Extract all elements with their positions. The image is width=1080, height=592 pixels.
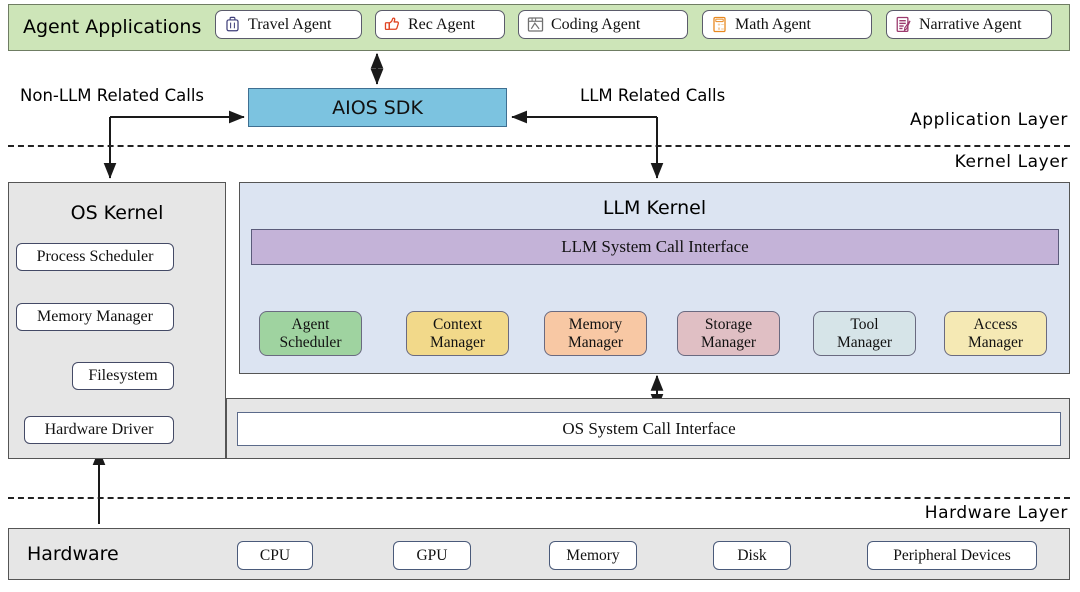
hardware-device-cpu[interactable]: CPU xyxy=(237,541,313,570)
llm-related-calls-label: LLM Related Calls xyxy=(580,86,726,105)
llm-system-call-interface-label: LLM System Call Interface xyxy=(561,237,749,256)
hardware-device-memory[interactable]: Memory xyxy=(549,541,637,570)
svg-text:=: = xyxy=(721,26,725,31)
agent-chip-rec-agent[interactable]: Rec Agent xyxy=(375,10,505,39)
manager-label-top: Context xyxy=(432,316,483,334)
svg-text:×: × xyxy=(717,26,720,31)
aios-sdk-box: AIOS SDK xyxy=(248,88,507,127)
manager-label-top: Access xyxy=(973,316,1018,334)
manager-access-manager[interactable]: Access Manager xyxy=(944,311,1047,356)
manager-storage-manager[interactable]: Storage Manager xyxy=(677,311,780,356)
os-module-label: Process Scheduler xyxy=(36,248,154,265)
os-module-memory-manager[interactable]: Memory Manager xyxy=(16,303,174,331)
manager-agent-scheduler[interactable]: Agent Scheduler xyxy=(259,311,362,356)
llm-system-call-interface: LLM System Call Interface xyxy=(251,229,1059,265)
hardware-layer-label: Hardware Layer xyxy=(924,503,1068,523)
non-llm-related-calls-label: Non-LLM Related Calls xyxy=(20,86,205,105)
svg-text:+: + xyxy=(717,22,721,27)
kernel-layer-label: Kernel Layer xyxy=(954,152,1068,172)
document-pen-icon xyxy=(894,15,913,34)
hardware-device-label: Disk xyxy=(737,546,767,564)
agent-chip-label: Travel Agent xyxy=(248,15,332,33)
os-module-process-scheduler[interactable]: Process Scheduler xyxy=(16,243,174,271)
manager-label-top: Tool xyxy=(850,316,879,334)
agent-chip-coding-agent[interactable]: Coding Agent xyxy=(518,10,688,39)
manager-label-bottom: Scheduler xyxy=(279,333,342,351)
manager-label-bottom: Manager xyxy=(836,333,893,351)
separator-application-kernel xyxy=(8,145,1070,147)
suitcase-icon xyxy=(223,15,242,34)
agent-chip-label: Rec Agent xyxy=(408,15,476,33)
os-system-call-interface-label: OS System Call Interface xyxy=(562,419,736,438)
svg-text:−: − xyxy=(721,22,725,27)
separator-kernel-hardware xyxy=(8,497,1070,499)
manager-label-bottom: Manager xyxy=(967,333,1024,351)
hardware-container: Hardware CPU GPU Memory Disk Peripheral … xyxy=(8,528,1070,580)
os-kernel-title: OS Kernel xyxy=(70,202,164,224)
hardware-device-peripheral-devices[interactable]: Peripheral Devices xyxy=(867,541,1037,570)
banner-title: Agent Applications xyxy=(23,16,202,38)
os-module-label: Hardware Driver xyxy=(44,421,154,438)
hardware-device-label: CPU xyxy=(259,546,291,564)
hardware-device-label: Peripheral Devices xyxy=(893,546,1011,564)
thumbs-up-icon xyxy=(383,15,402,34)
code-window-icon xyxy=(526,15,545,34)
manager-label-bottom: Manager xyxy=(429,333,486,351)
agent-chip-travel-agent[interactable]: Travel Agent xyxy=(215,10,362,39)
hardware-device-gpu[interactable]: GPU xyxy=(393,541,471,570)
manager-label-top: Agent xyxy=(291,316,330,334)
application-layer-label: Application Layer xyxy=(910,110,1068,130)
os-module-hardware-driver[interactable]: Hardware Driver xyxy=(24,416,174,444)
os-syscall-strip: OS System Call Interface xyxy=(226,398,1070,459)
agent-chip-label: Narrative Agent xyxy=(919,15,1022,33)
os-module-label: Memory Manager xyxy=(37,308,153,325)
aios-sdk-label: AIOS SDK xyxy=(332,96,423,119)
agent-chip-label: Coding Agent xyxy=(551,15,641,33)
hardware-title: Hardware xyxy=(27,543,119,565)
hardware-device-label: Memory xyxy=(566,546,620,564)
manager-label-top: Storage xyxy=(704,316,753,334)
manager-tool-manager[interactable]: Tool Manager xyxy=(813,311,916,356)
llm-kernel-container: LLM Kernel LLM System Call Interface Age… xyxy=(239,182,1070,374)
agent-chip-label: Math Agent xyxy=(735,15,811,33)
agent-chip-math-agent[interactable]: + − × = Math Agent xyxy=(702,10,872,39)
manager-label-top: Memory xyxy=(568,316,623,334)
os-module-label: Filesystem xyxy=(88,367,158,384)
llm-kernel-title: LLM Kernel xyxy=(602,197,707,219)
manager-label-bottom: Manager xyxy=(567,333,624,351)
manager-label-bottom: Manager xyxy=(700,333,757,351)
hardware-device-label: GPU xyxy=(416,546,448,564)
os-system-call-interface: OS System Call Interface xyxy=(237,412,1061,446)
hardware-device-disk[interactable]: Disk xyxy=(713,541,791,570)
agent-chip-narrative-agent[interactable]: Narrative Agent xyxy=(886,10,1052,39)
manager-memory-manager[interactable]: Memory Manager xyxy=(544,311,647,356)
calculator-icon: + − × = xyxy=(710,15,729,34)
os-module-filesystem[interactable]: Filesystem xyxy=(72,362,174,390)
manager-context-manager[interactable]: Context Manager xyxy=(406,311,509,356)
